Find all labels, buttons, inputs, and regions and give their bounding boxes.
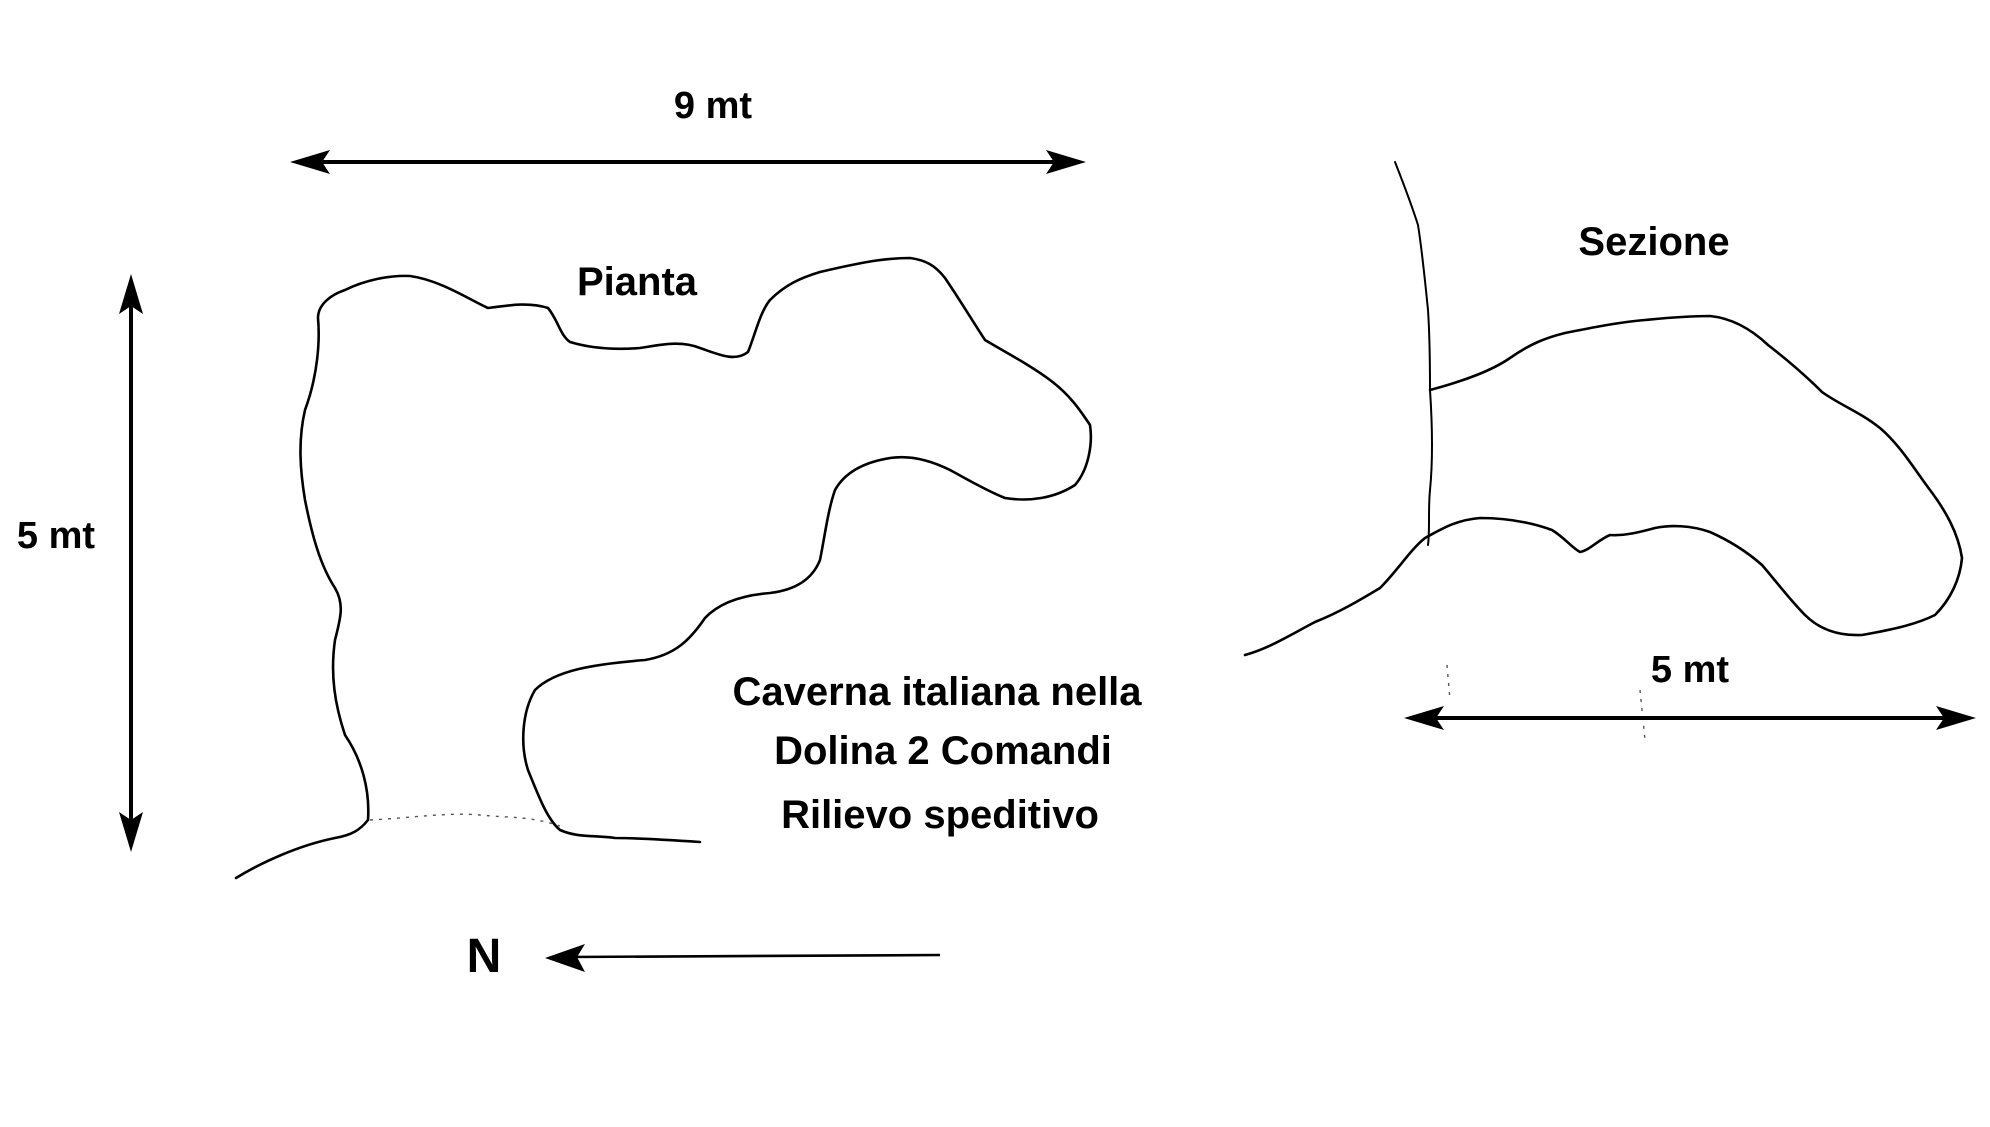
caption-line-3: Rilievo speditivo [781, 793, 1099, 837]
section-width-arrow-left-head [1404, 706, 1444, 730]
section-ceiling [1243, 314, 1964, 657]
caption-block: Caverna italiana nella Dolina 2 Comandi … [732, 670, 1142, 837]
section-width-label: 5 mt [1651, 649, 1729, 691]
plan-width-label: 9 mt [674, 85, 752, 127]
plan-entrance-line [369, 813, 561, 827]
plan-height-label: 5 mt [17, 515, 95, 557]
plan-width-arrow-left-head [290, 150, 330, 174]
section-survey-marks [1446, 664, 1646, 741]
plan-view: 9 mt 5 mt Pianta [17, 85, 1093, 880]
plan-height-arrow-bottom-head [119, 812, 143, 852]
north-label: N [467, 930, 502, 983]
caption-line-1: Caverna italiana nella [732, 670, 1142, 714]
section-shaft-wall [1394, 161, 1433, 546]
north-arrow-line [567, 953, 941, 959]
plan-height-arrow-top-head [119, 274, 143, 314]
caption-line-2: Dolina 2 Comandi [774, 729, 1112, 773]
section-view: 5 mt Sezione [1243, 161, 1976, 741]
plan-title: Pianta [577, 260, 698, 304]
section-title: Sezione [1578, 220, 1729, 264]
plan-outline-outer [234, 256, 1093, 880]
plan-width-arrow-right-head [1046, 150, 1086, 174]
section-width-arrow-right-head [1936, 706, 1976, 730]
north-indicator: N [467, 930, 941, 983]
section-width-dimension: 5 mt [1404, 649, 1976, 730]
plan-height-dimension: 5 mt [17, 274, 143, 852]
plan-width-dimension: 9 mt [290, 85, 1086, 174]
north-arrow-head [545, 944, 585, 972]
